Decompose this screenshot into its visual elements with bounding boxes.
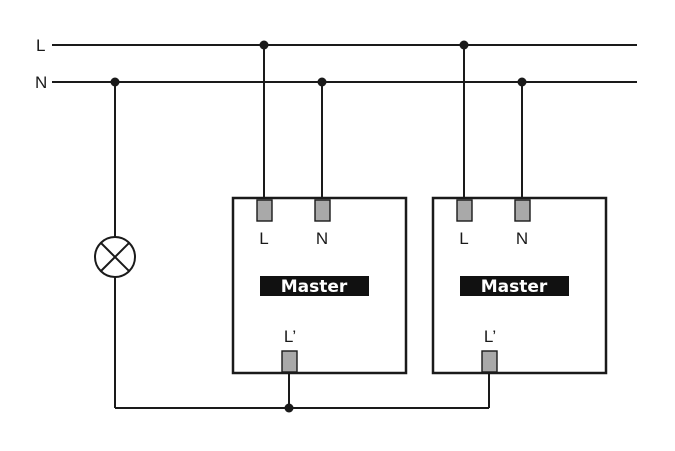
- device-1-label-l: L: [259, 229, 268, 248]
- device-2-badge-label: Master: [481, 277, 548, 297]
- junction-node: [110, 77, 120, 87]
- device-2-badge: [460, 276, 569, 296]
- device-2-terminal-out: [481, 350, 498, 373]
- junction-node: [284, 403, 294, 413]
- line-bus-label: L: [36, 36, 45, 55]
- device-1-label-out: L’: [284, 327, 296, 346]
- device-2-label-out: L’: [484, 327, 496, 346]
- master-device-2: L N Master L’: [431, 196, 608, 375]
- device-1-label-n: N: [316, 229, 328, 248]
- junction-node: [259, 40, 269, 50]
- device-2-label-n: N: [516, 229, 528, 248]
- junction-node: [317, 77, 327, 87]
- device-2-label-l: L: [459, 229, 468, 248]
- device-2-terminal-l: [456, 199, 473, 222]
- device-1-terminal-l: [256, 199, 273, 222]
- device-1-terminal-n: [314, 199, 331, 222]
- device-1-badge: [260, 276, 369, 296]
- junction-node: [517, 77, 527, 87]
- device-1-badge-label: Master: [281, 277, 348, 297]
- device-2-terminal-n: [514, 199, 531, 222]
- master-device-1: L N Master L’: [231, 196, 408, 375]
- device-1-terminal-out: [281, 350, 298, 373]
- lamp-icon: [94, 236, 136, 278]
- neutral-bus-label: N: [35, 73, 47, 92]
- junction-node: [459, 40, 469, 50]
